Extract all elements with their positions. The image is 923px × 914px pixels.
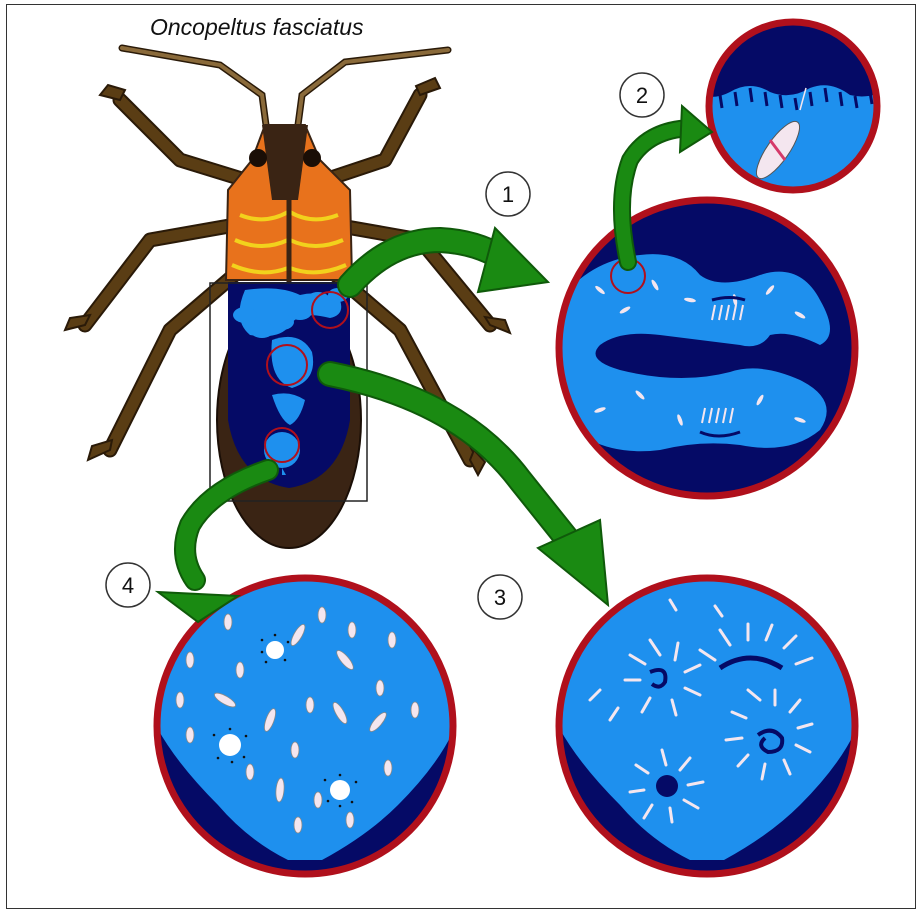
step-label-2: 2 [636, 83, 648, 108]
eye-left [249, 149, 267, 167]
magnified-circle-2 [700, 20, 890, 190]
step-label-3: 3 [494, 585, 506, 610]
step-badge-2: 2 [620, 73, 664, 117]
step-badge-4: 4 [106, 563, 150, 607]
arrow-to-circle-3 [330, 374, 568, 540]
magnified-circle-3 [555, 578, 860, 880]
step-badge-1: 1 [486, 172, 530, 216]
magnified-circle-4 [153, 578, 458, 880]
step-label-1: 1 [502, 182, 514, 207]
eye-right [303, 149, 321, 167]
step-badge-3: 3 [478, 575, 522, 619]
magnified-circle-1 [559, 200, 855, 496]
step-label-4: 4 [122, 573, 134, 598]
milkweed-bug-icon [65, 48, 510, 548]
